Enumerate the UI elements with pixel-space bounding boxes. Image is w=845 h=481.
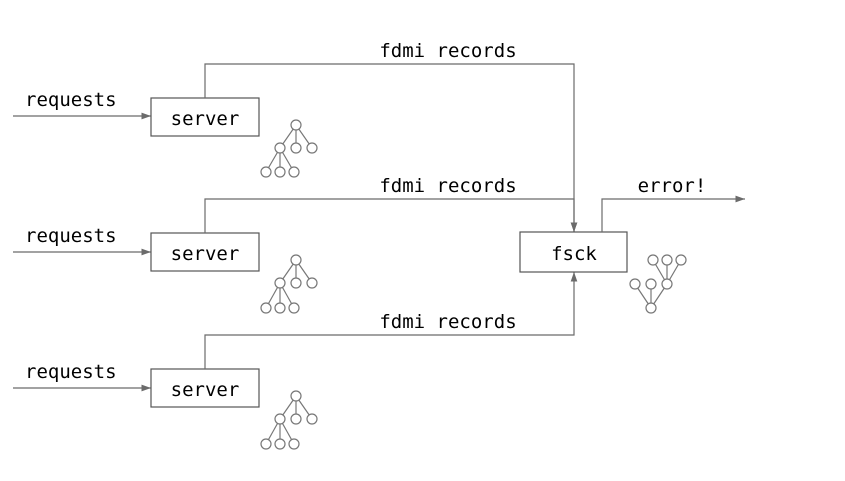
tree-icon [260,390,318,450]
requests-label-2: requests [25,225,117,247]
server-label-1: server [171,108,240,130]
fdmi-records-label-3: fdmi records [379,311,516,333]
fdmi-records-line-1 [204,63,578,232]
requests-label-3: requests [25,361,117,383]
server-label-2: server [171,243,240,265]
server-group-3: requests server fdmi records [13,272,578,450]
fdmi-records-line-3 [204,272,578,369]
server-group-1: requests server fdmi records [13,40,578,232]
fdmi-records-line-2 [204,198,578,233]
server-box-2 [150,232,260,272]
fsck-label: fsck [551,243,597,265]
fdmi-records-label-1: fdmi records [379,40,516,62]
fsck-box [519,231,628,273]
server-group-2: requests server fdmi records [13,175,578,314]
fdmi-records-label-2: fdmi records [379,175,516,197]
server-box-1 [150,97,260,137]
error-arrow [601,195,745,232]
requests-label-1: requests [25,89,117,111]
error-label: error! [638,175,707,197]
inverted-tree-icon [629,254,687,314]
server-label-3: server [171,379,240,401]
server-box-3 [150,368,260,408]
fsck-group: fsck error! [519,175,745,314]
tree-icon [260,119,318,178]
tree-icon [260,254,318,314]
